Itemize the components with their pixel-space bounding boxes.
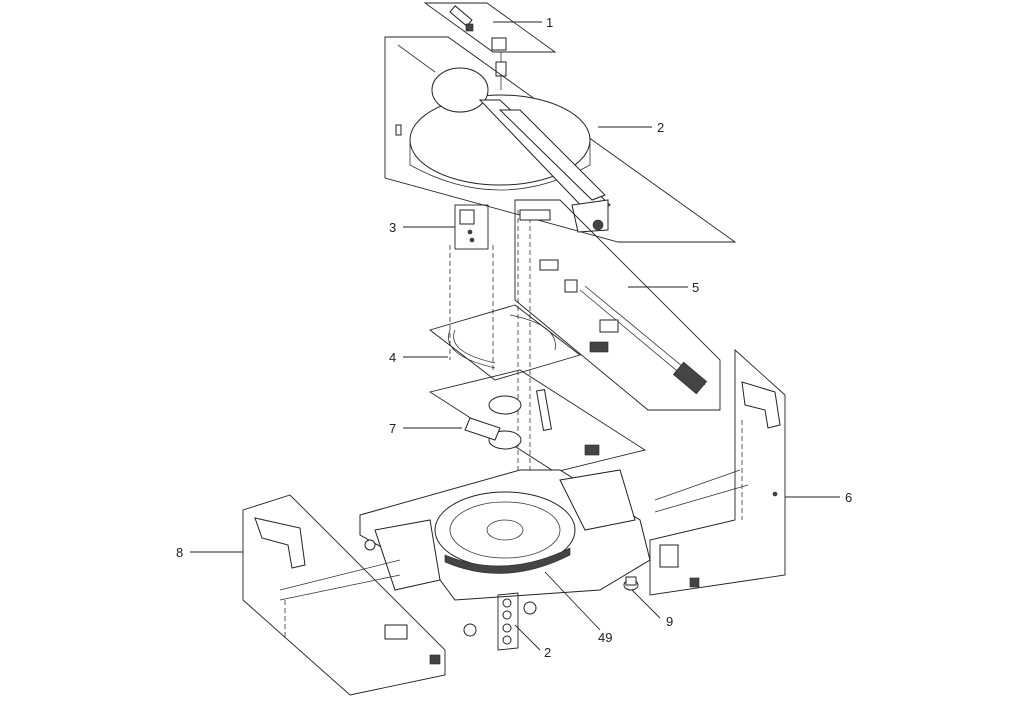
callout-7: 7	[389, 421, 396, 436]
callout-9: 9	[666, 614, 673, 629]
alignment-dashed-lines	[284, 210, 743, 640]
callout-labels: 1 2 3 4 5 6 7 8 9 49 2	[176, 15, 852, 660]
group-5-handle-panel	[514, 199, 721, 411]
callout-1: 1	[546, 15, 553, 30]
group-1-fastener-panel	[423, 2, 557, 90]
callout-2: 2	[657, 120, 664, 135]
callout-4: 4	[389, 350, 396, 365]
part-9-knob	[623, 576, 639, 591]
base-assembly	[279, 469, 749, 637]
callout-49: 49	[598, 630, 612, 645]
callout-3: 3	[389, 220, 396, 235]
group-2-turntable-panel	[384, 36, 737, 243]
leader-lines	[190, 21, 840, 651]
group-2-bolt-strip	[497, 592, 519, 651]
callout-2-lower: 2	[544, 645, 551, 660]
group-7-plate-panel	[428, 369, 647, 473]
group-8-left-fence-panel	[242, 494, 446, 696]
callout-6: 6	[845, 490, 852, 505]
callout-8: 8	[176, 545, 183, 560]
group-3-bracket-panel	[454, 204, 489, 250]
group-6-right-fence-panel	[649, 348, 786, 596]
callout-5: 5	[692, 280, 699, 295]
group-4-band-panel	[429, 304, 581, 381]
